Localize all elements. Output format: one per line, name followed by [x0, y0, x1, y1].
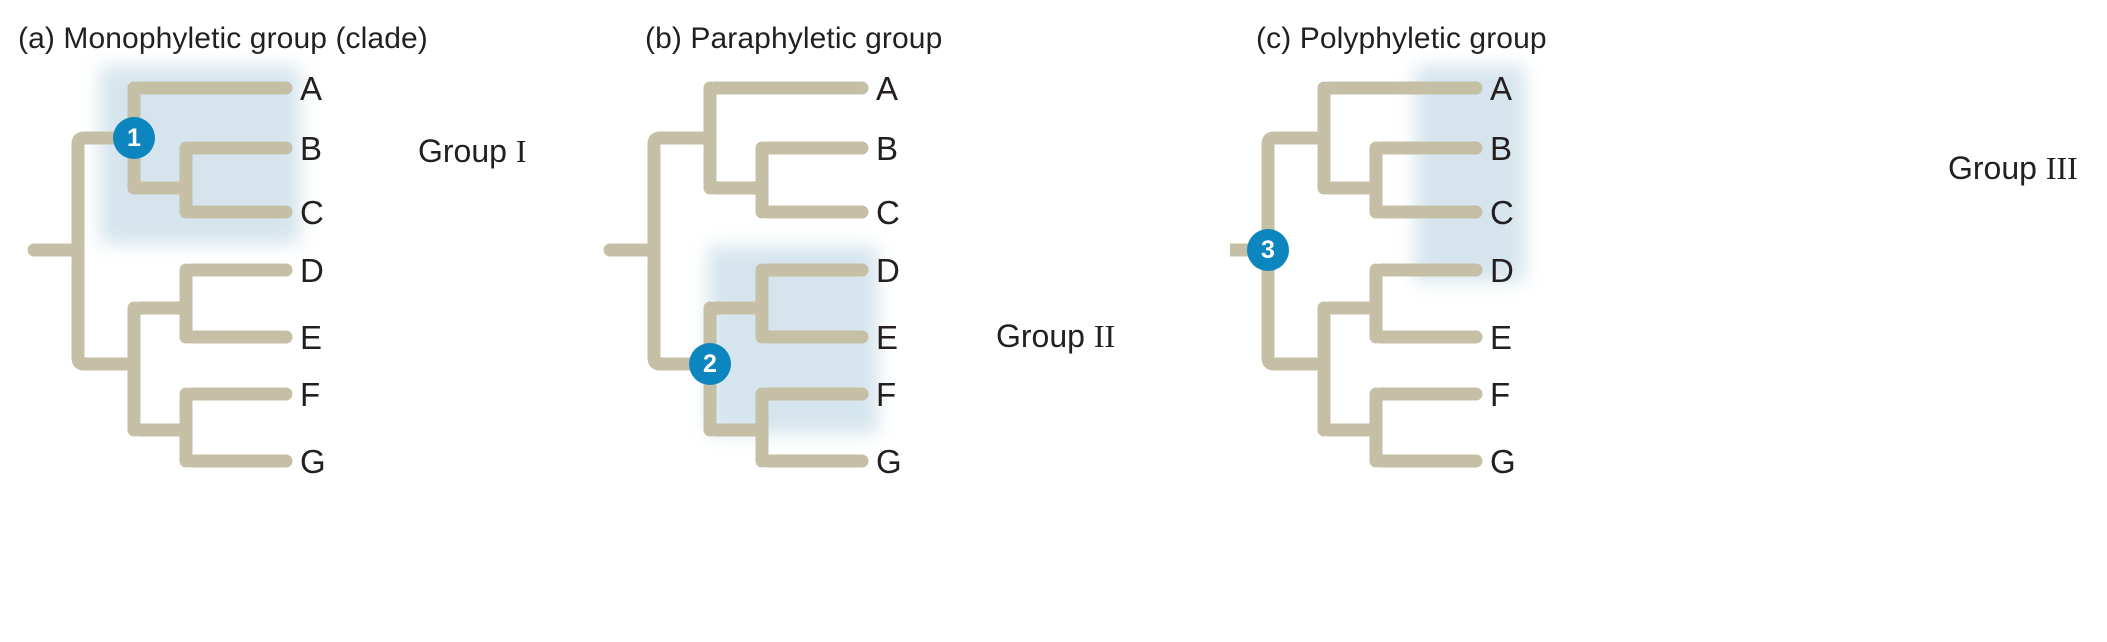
panel-b-group-label-numeral: II: [1093, 318, 1116, 354]
panel-a-tip-g: G: [300, 443, 326, 480]
panel-paraphyletic: (b) Paraphyletic group: [600, 0, 1260, 642]
panel-b-group-label: Group II: [996, 320, 1115, 352]
panel-b-tip-a: A: [876, 70, 899, 107]
panel-a-group-label: Group I: [418, 135, 526, 167]
panel-b-tip-c: C: [876, 194, 900, 231]
panel-b-tip-f: F: [876, 376, 897, 413]
panel-c-title: (c) Polyphyletic group: [1256, 22, 1547, 55]
panel-polyphyletic: (c) Polyphyletic group: [1230, 0, 2107, 642]
panel-c-group-label: Group III: [1948, 152, 2078, 184]
panel-a-tip-f: F: [300, 376, 321, 413]
panel-a-title: (a) Monophyletic group (clade): [18, 22, 428, 55]
panel-c-group-label-prefix: Group: [1948, 150, 2046, 186]
panel-a-tip-e: E: [300, 319, 323, 356]
panel-b-tip-g: G: [876, 443, 902, 480]
panel-b-group-label-prefix: Group: [996, 318, 1094, 354]
panel-c-tip-f: F: [1490, 376, 1511, 413]
panel-c-tree-graphic: [1230, 66, 1525, 468]
panel-a-tip-c: C: [300, 194, 324, 231]
panel-c-tip-a: A: [1490, 70, 1513, 107]
panel-c-tip-d: D: [1490, 252, 1514, 289]
panel-b-tree-graphic: [603, 81, 878, 468]
panel-c-tip-b: B: [1490, 130, 1513, 167]
panel-b-tip-e: E: [876, 319, 899, 356]
panel-a-group-label-prefix: Group: [418, 133, 516, 169]
panel-c-group-highlight: [1415, 66, 1525, 282]
panel-a-group-label-numeral: I: [515, 133, 527, 169]
panel-b-title: (b) Paraphyletic group: [645, 22, 943, 55]
panel-monophyletic: (a) Monophyletic group (clade): [0, 0, 620, 642]
panel-c-tip-c: C: [1490, 194, 1514, 231]
panel-a-tip-a: A: [300, 70, 323, 107]
panel-c-group-label-numeral: III: [2045, 150, 2078, 186]
panel-a-node-badge-1[interactable]: 1: [113, 117, 155, 159]
panel-b-node-badge-2[interactable]: 2: [689, 343, 731, 385]
panel-b-tip-d: D: [876, 252, 900, 289]
panel-b-tip-b: B: [876, 130, 899, 167]
panel-c-tip-g: G: [1490, 443, 1516, 480]
panel-a-tip-b: B: [300, 130, 323, 167]
panel-c-node-badge-3[interactable]: 3: [1247, 229, 1289, 271]
panel-a-tip-d: D: [300, 252, 324, 289]
panel-c-tip-e: E: [1490, 319, 1513, 356]
panel-a-tree-graphic: [27, 66, 300, 468]
